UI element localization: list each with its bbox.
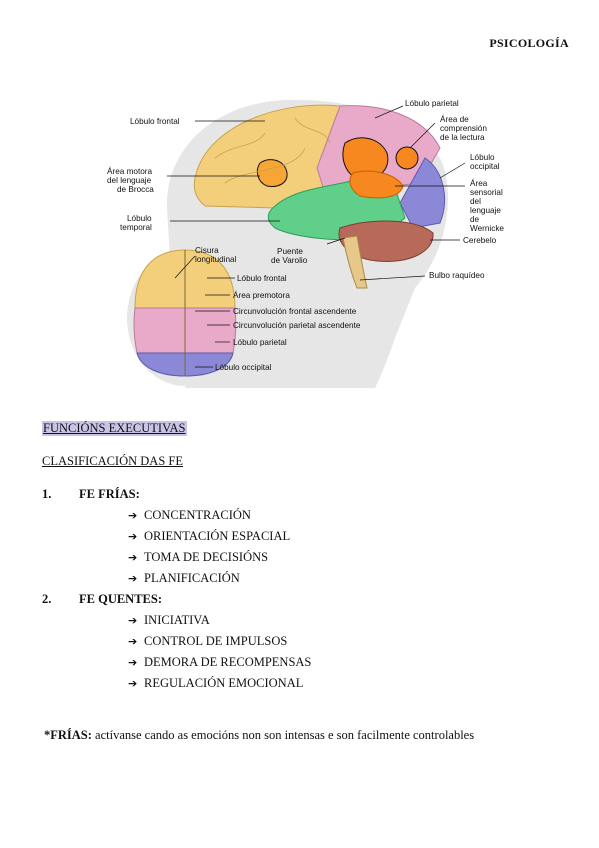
label-comprension-2: comprensión bbox=[440, 124, 487, 133]
leader-lines bbox=[167, 105, 466, 368]
list-item: ➔CONCENTRACIÓN bbox=[128, 505, 290, 526]
label-frontal: Lóbulo frontal bbox=[130, 117, 180, 126]
category-name: FE QUENTES: bbox=[79, 592, 163, 606]
footnote-text: actívanse cando as emocións non son inte… bbox=[91, 728, 475, 742]
label-wernicke-6: Wernicke bbox=[470, 224, 504, 233]
section-subtitle: CLASIFICACIÓN DAS FE bbox=[42, 454, 183, 468]
label-premotora: Área premotora bbox=[233, 290, 290, 300]
label-bulbo: Bulbo raquídeo bbox=[429, 271, 485, 280]
list-item: ➔CONTROL DE IMPULSOS bbox=[128, 631, 311, 652]
label-wernicke-4: lenguaje bbox=[470, 206, 501, 215]
label-top-parietal: Lóbulo parietal bbox=[233, 338, 287, 347]
list-item: ➔REGULACIÓN EMOCIONAL bbox=[128, 673, 311, 694]
label-frontal-asc: Circunvolución frontal ascendente bbox=[233, 307, 357, 316]
label-occipital-2: occipital bbox=[470, 162, 500, 171]
list-item: ➔DEMORA DE RECOMPENSAS bbox=[128, 652, 311, 673]
category-number: 1. bbox=[42, 487, 52, 501]
label-comprension-3: de la lectura bbox=[440, 133, 485, 142]
section-title: FUNCIÓNS EXECUTIVAS bbox=[42, 421, 187, 436]
label-temporal-1: Lóbulo bbox=[127, 214, 152, 223]
arrow-icon: ➔ bbox=[128, 509, 138, 522]
label-varolio-1: Puente bbox=[277, 247, 303, 256]
brain-diagram: Lóbulo frontal Lóbulo parietal Área de c… bbox=[107, 99, 504, 388]
label-wernicke-2: sensorial bbox=[470, 188, 503, 197]
category-hot: 2. FE QUENTES: bbox=[42, 592, 162, 607]
wernicke-area bbox=[342, 137, 389, 181]
label-broca-2: del lenguaje bbox=[107, 176, 152, 185]
label-wernicke-1: Área bbox=[470, 178, 488, 188]
hot-items-list: ➔INICIATIVA ➔CONTROL DE IMPULSOS ➔DEMORA… bbox=[128, 610, 311, 694]
list-item: ➔TOMA DE DECISIÓNS bbox=[128, 547, 290, 568]
label-parietal-asc: Circunvolución parietal ascendente bbox=[233, 321, 361, 330]
category-number: 2. bbox=[42, 592, 52, 606]
gyri-lines bbox=[214, 117, 331, 184]
category-name: FE FRÍAS: bbox=[79, 487, 140, 501]
arrow-icon: ➔ bbox=[128, 614, 138, 627]
brain-anatomy-figure: Lóbulo frontal Lóbulo parietal Área de c… bbox=[95, 88, 525, 388]
footnote-label: *FRÍAS: bbox=[44, 728, 92, 742]
footnote: *FRÍAS: actívanse cando as emocións non … bbox=[44, 728, 474, 743]
label-parietal: Lóbulo parietal bbox=[405, 99, 459, 108]
label-temporal-2: temporal bbox=[120, 223, 152, 232]
arrow-icon: ➔ bbox=[128, 656, 138, 669]
list-item: ➔ORIENTACIÓN ESPACIAL bbox=[128, 526, 290, 547]
label-wernicke-3: del bbox=[470, 197, 481, 206]
reading-area bbox=[395, 146, 419, 170]
arrow-icon: ➔ bbox=[128, 635, 138, 648]
label-cisura-1: Cisura bbox=[195, 246, 219, 255]
label-broca-1: Área motora bbox=[107, 166, 152, 176]
page-header-subject: PSICOLOGÍA bbox=[489, 36, 569, 50]
list-item: ➔PLANIFICACIÓN bbox=[128, 568, 290, 589]
arrow-icon: ➔ bbox=[128, 572, 138, 585]
label-cisura-2: longitudinal bbox=[195, 255, 237, 264]
arrow-icon: ➔ bbox=[128, 530, 138, 543]
category-cold: 1. FE FRÍAS: bbox=[42, 487, 140, 502]
label-varolio-2: de Varolio bbox=[271, 256, 308, 265]
wernicke-lower bbox=[349, 170, 404, 199]
cold-items-list: ➔CONCENTRACIÓN ➔ORIENTACIÓN ESPACIAL ➔TO… bbox=[128, 505, 290, 589]
label-wernicke-5: de bbox=[470, 215, 480, 224]
brainstem bbox=[342, 235, 368, 289]
arrow-icon: ➔ bbox=[128, 677, 138, 690]
arrow-icon: ➔ bbox=[128, 551, 138, 564]
label-top-occipital: Lóbulo occipital bbox=[215, 363, 272, 372]
label-broca-3: de Brocca bbox=[117, 185, 154, 194]
list-item: ➔INICIATIVA bbox=[128, 610, 311, 631]
label-cerebelo: Cerebelo bbox=[463, 236, 497, 245]
label-top-frontal: Lóbulo frontal bbox=[237, 274, 287, 283]
broca-area bbox=[256, 159, 288, 187]
label-comprension-1: Área de bbox=[440, 114, 469, 124]
label-occipital-1: Lóbulo bbox=[470, 153, 495, 162]
